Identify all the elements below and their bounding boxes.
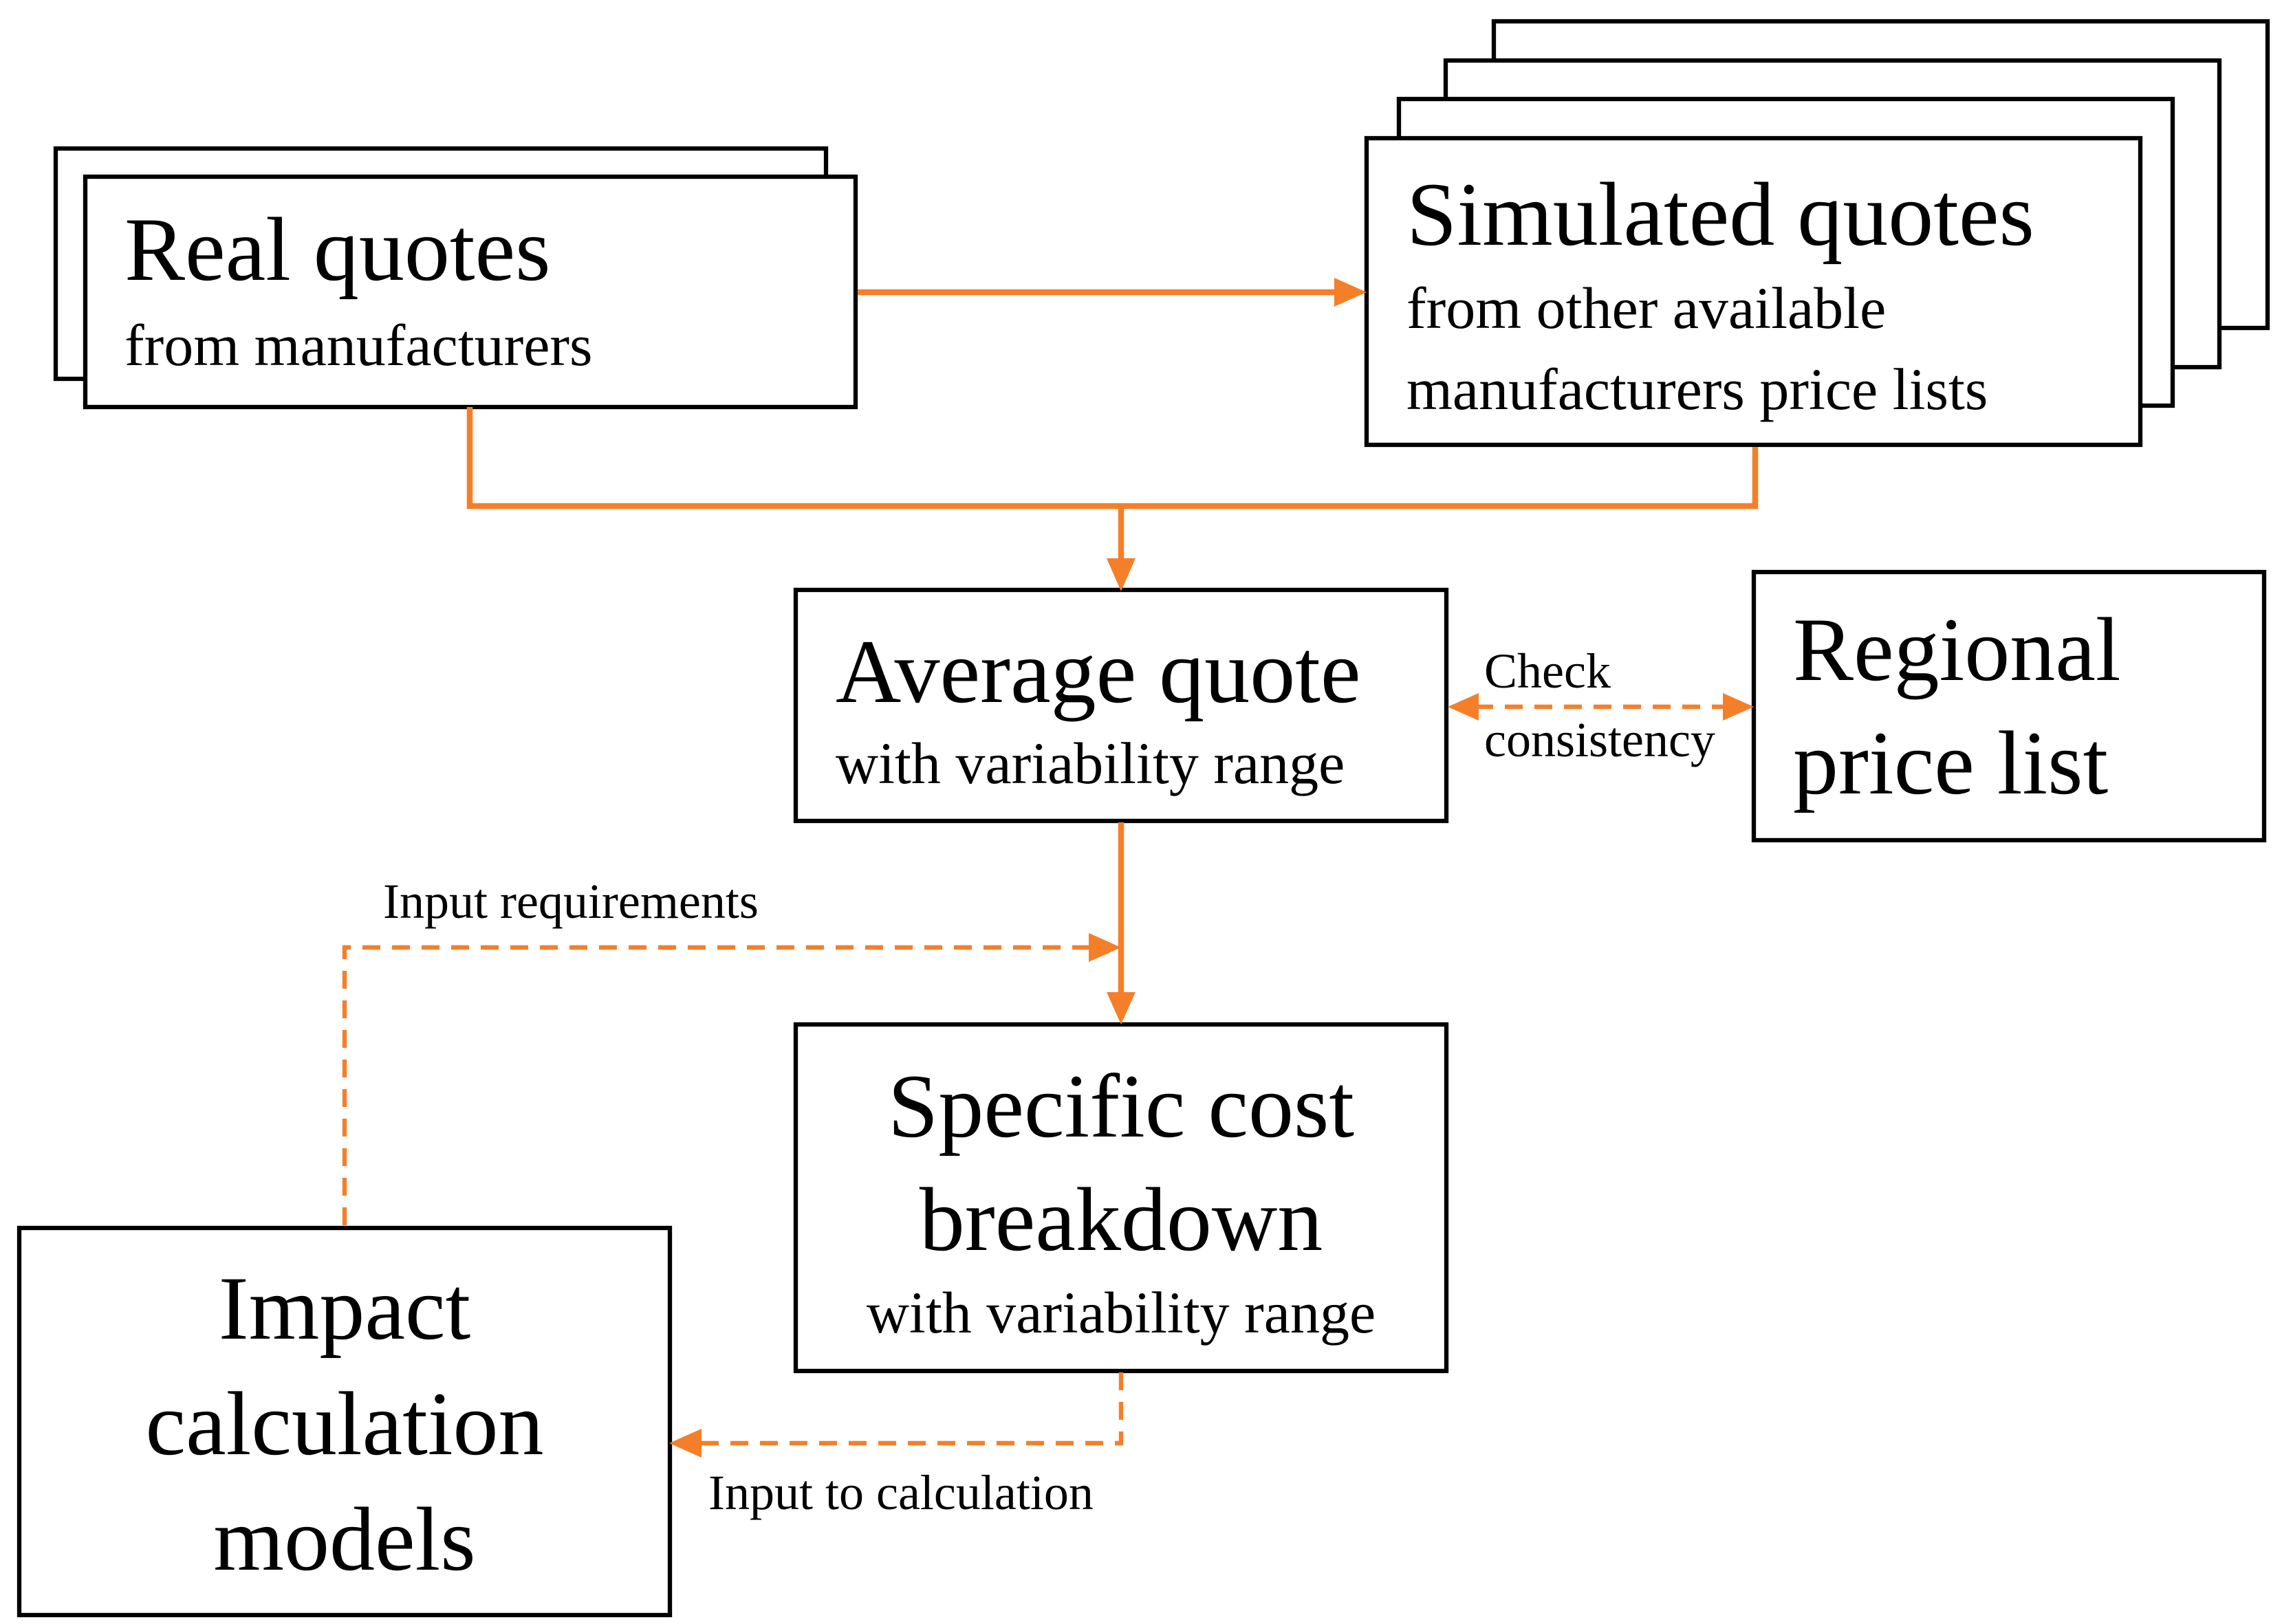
impact-models-title-line-2: calculation: [145, 1373, 543, 1474]
real-quotes-box: [83, 174, 858, 410]
specific-cost-box: [793, 1022, 1449, 1374]
edge-average-to-specific-arrowhead: [1107, 992, 1135, 1024]
average-quote-title: Average quote: [836, 621, 1361, 722]
edge-check-consistency-arrowhead-left: [1448, 693, 1479, 721]
input-to-calculation-label: Input to calculation: [708, 1465, 1094, 1520]
average-quote-subtitle: with variability range: [836, 730, 1345, 796]
simulated-quotes-box: [1364, 135, 2143, 448]
edge-input-to-calculation: Input to calculation: [669, 1372, 1124, 1520]
average-quote-node: Average quote with variability range: [793, 587, 1449, 824]
specific-cost-title-line-2: breakdown: [920, 1169, 1323, 1270]
real-quotes-subtitle: from manufacturers: [124, 312, 593, 378]
regional-price-list-box: [1751, 569, 2267, 843]
edge-real-to-simulated: [858, 278, 1367, 307]
simulated-quotes-subtitle-line-1: from other available: [1406, 275, 1886, 341]
edge-input-requirements-arrowhead: [1089, 933, 1121, 962]
edge-quotes-to-average: [466, 407, 1759, 591]
edge-average-to-specific: [1107, 822, 1135, 1024]
edge-input-to-calculation-arrowhead: [669, 1429, 702, 1458]
edge-check-consistency: Check consistency: [1448, 644, 1754, 767]
edge-check-consistency-arrowhead-right: [1723, 693, 1754, 721]
check-consistency-label-line-2: consistency: [1484, 712, 1715, 767]
specific-cost-node: Specific cost breakdown with variability…: [793, 1022, 1449, 1374]
real-quotes-node: Real quotes from manufacturers: [53, 146, 858, 410]
simulated-quotes-node: Simulated quotes from other available ma…: [1364, 19, 2270, 448]
edge-quotes-to-average-arrowhead: [1107, 558, 1135, 591]
check-consistency-label-line-1: Check: [1484, 644, 1611, 699]
edge-input-requirements-line: [342, 945, 1090, 1225]
specific-cost-title-line-1: Specific cost: [888, 1055, 1354, 1156]
average-quote-box: [793, 587, 1449, 824]
impact-models-node: Impact calculation models: [17, 1225, 673, 1618]
regional-price-list-node: Regional price list: [1751, 569, 2267, 843]
simulated-quotes-title: Simulated quotes: [1406, 164, 2034, 265]
impact-models-title-line-1: Impact: [219, 1258, 470, 1359]
impact-models-title-line-3: models: [213, 1489, 475, 1590]
real-quotes-title: Real quotes: [124, 199, 551, 300]
edge-input-requirements: Input requirements: [342, 874, 1121, 1225]
edge-input-to-calculation-line: [700, 1372, 1124, 1446]
regional-price-list-title-line-2: price list: [1793, 712, 2108, 813]
specific-cost-subtitle: with variability range: [867, 1280, 1376, 1346]
input-requirements-label: Input requirements: [383, 874, 759, 929]
simulated-quotes-subtitle-line-2: manufacturers price lists: [1406, 356, 1988, 422]
edge-real-to-simulated-arrowhead: [1334, 278, 1367, 307]
impact-models-box: [17, 1225, 673, 1618]
edge-real-branch-line: [466, 407, 1759, 509]
regional-price-list-title-line-1: Regional: [1793, 599, 2121, 700]
